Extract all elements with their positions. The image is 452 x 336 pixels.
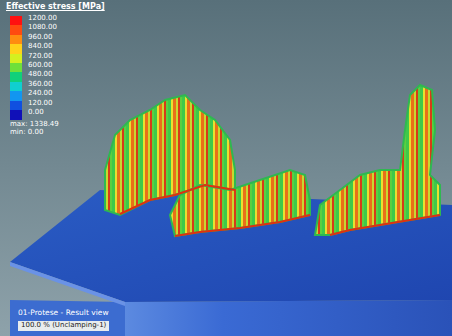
plate-edge [10, 262, 125, 306]
printed-part [105, 85, 440, 236]
max-value: max: 1338.49 [10, 121, 59, 129]
legend-value: 600.00 [28, 62, 53, 70]
legend-value: 480.00 [28, 71, 53, 79]
legend-value: 360.00 [28, 81, 53, 89]
plate-side [10, 300, 125, 336]
legend-value: 240.00 [28, 90, 53, 98]
view-name: 01-Protese - Result view [18, 309, 109, 317]
step-label: 100.0 % (Unclamping-1) [18, 321, 109, 331]
legend-value: 120.00 [28, 100, 53, 108]
legend-value: 1080.00 [28, 24, 57, 32]
legend-title: Effective stress [MPa] [6, 3, 105, 12]
min-value: min: 0.00 [10, 129, 43, 137]
legend-value: 1200.00 [28, 15, 57, 23]
legend-value: 0.00 [28, 109, 44, 117]
legend-value: 720.00 [28, 53, 53, 61]
legend-value: 840.00 [28, 43, 53, 51]
plate-front [125, 300, 452, 336]
color-swatch [10, 110, 22, 120]
legend-value: 960.00 [28, 34, 53, 42]
